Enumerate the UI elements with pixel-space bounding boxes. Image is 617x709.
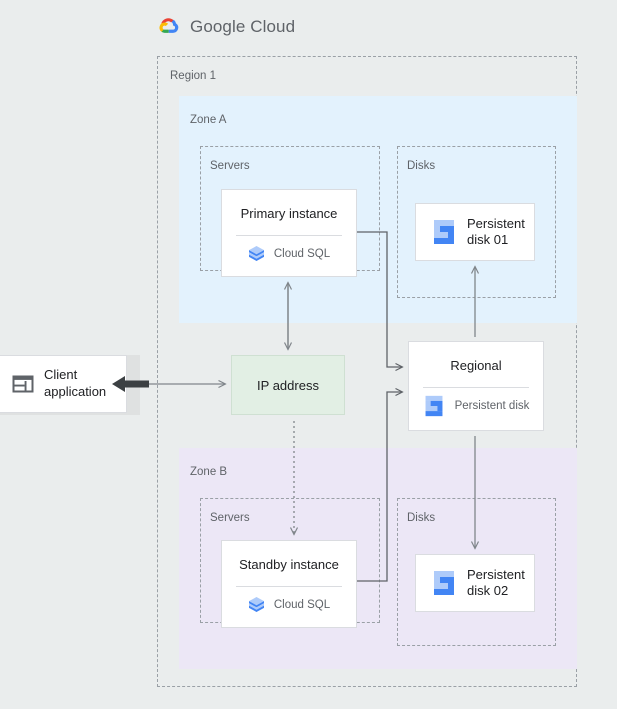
persistent-disk-icon [423,394,445,418]
regional-persistent-disk-card[interactable]: Regional Persistent disk [408,341,544,431]
zone-b-disks-label: Disks [407,512,436,524]
persistent-disk-icon [431,218,457,246]
zone-a-disks-label: Disks [407,160,436,172]
primary-instance-service-label: Cloud SQL [273,248,331,260]
persistent-disk-02-card[interactable]: Persistent disk 02 [415,554,535,612]
google-cloud-wordmark: Google Cloud [190,17,295,37]
zone-b-label: Zone B [190,466,228,478]
zone-b-servers-label: Servers [210,512,250,524]
card-divider [236,235,342,236]
regional-disk-subtitle-row: Persistent disk [409,388,543,430]
region-label: Region 1 [170,70,217,82]
primary-instance-service: Cloud SQL [222,236,356,276]
google-cloud-logo-icon [156,16,182,37]
ip-address-label: IP address [257,377,319,393]
standby-instance-title: Standby instance [239,557,339,572]
card-divider [423,387,529,388]
client-label-line1: Client [44,367,78,383]
primary-instance-card[interactable]: Primary instance Cloud SQL [221,189,357,277]
client-application-box[interactable]: Client application [0,355,127,413]
logo-brand-text: Google [190,16,246,36]
zone-a-label: Zone A [190,114,227,126]
disk-label-line2: disk 01 [467,232,509,247]
client-application-label: Client application [44,367,106,401]
standby-instance-service-label: Cloud SQL [273,599,331,611]
primary-instance-title: Primary instance [240,206,338,221]
ip-address-box[interactable]: IP address [231,355,345,415]
cloud-sql-icon [248,596,265,615]
client-application-window-icon [12,373,34,395]
persistent-disk-01-card[interactable]: Persistent disk 01 [415,203,535,261]
card-divider [236,586,342,587]
disk-label-line2: disk 02 [467,583,509,598]
regional-disk-title: Regional [450,358,502,373]
google-cloud-logo: Google Cloud [156,16,295,37]
client-label-line2: application [44,384,107,399]
standby-instance-service: Cloud SQL [222,587,356,627]
disk-label-line1: Persistent [467,566,525,582]
standby-instance-card[interactable]: Standby instance Cloud SQL [221,540,357,628]
cloud-sql-icon [248,245,265,264]
persistent-disk-icon [431,569,457,597]
regional-disk-subtitle: Persistent disk [454,400,530,412]
persistent-disk-01-label: Persistent disk 01 [467,216,525,249]
persistent-disk-02-label: Persistent disk 02 [467,567,525,600]
disk-label-line1: Persistent [467,215,525,231]
zone-a-servers-label: Servers [210,160,250,172]
logo-product-text: Cloud [250,16,296,36]
zone-a-disks-group [397,146,556,298]
